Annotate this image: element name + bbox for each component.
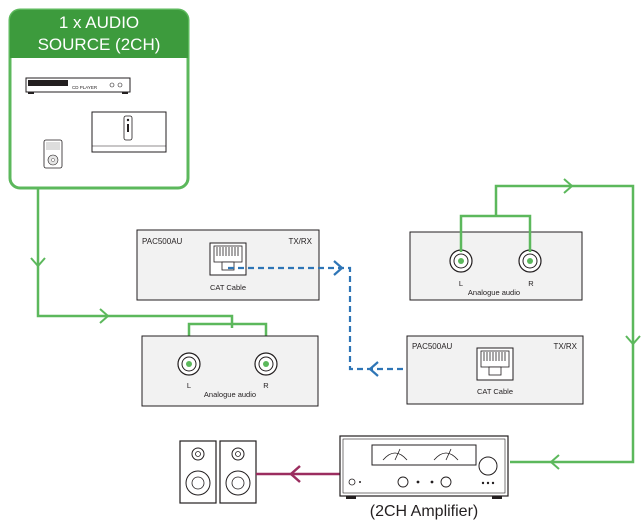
source-title-line1: 1 x AUDIO [59, 13, 139, 32]
ipod-icon [43, 139, 63, 169]
left-analogue-audio-unit: L R Analogue audio [141, 335, 319, 407]
rca-jack-icon [254, 352, 278, 376]
right-audio-to-amplifier-cable [459, 178, 641, 470]
source-box-header [10, 10, 188, 58]
left-audio-l-label: L [187, 381, 191, 390]
amplifier-icon [339, 435, 509, 499]
amplifier-to-speaker-cable [256, 465, 340, 483]
cd-player-icon: CD PLAYER [25, 77, 131, 94]
right-analogue-audio-unit: L R Analogue audio [409, 231, 583, 301]
cd-player-label: CD PLAYER [72, 85, 98, 90]
pac500au-top-unit: PAC500AU TX/RX CAT Cable [136, 229, 320, 301]
left-audio-caption: Analogue audio [204, 390, 256, 399]
pac500au-bottom-mode: TX/RX [553, 342, 577, 351]
rca-jack-icon [177, 352, 201, 376]
pac500au-top-port-label: CAT Cable [210, 283, 246, 292]
rca-jack-icon [518, 249, 542, 273]
audio-source-box: 1 x AUDIO SOURCE (2CH) CD PLAYER [8, 8, 190, 190]
speaker-icon [179, 440, 217, 504]
pac500au-bottom-port-label: CAT Cable [477, 387, 513, 396]
rj45-port-icon [209, 242, 247, 276]
pac500au-bottom-unit: PAC500AU TX/RX CAT Cable [406, 335, 584, 405]
pac500au-top-mode: TX/RX [288, 237, 312, 246]
pac500au-bottom-model: PAC500AU [412, 342, 453, 351]
right-audio-l-label: L [459, 279, 463, 288]
pac500au-top-model: PAC500AU [142, 237, 183, 246]
source-title-line2: SOURCE (2CH) [38, 35, 161, 54]
dock-icon [91, 111, 167, 153]
right-audio-caption: Analogue audio [468, 288, 520, 297]
rca-jack-icon [449, 249, 473, 273]
right-audio-r-label: R [528, 279, 534, 288]
rj45-port-icon [476, 347, 514, 381]
amplifier-caption: (2CH Amplifier) [370, 503, 478, 520]
left-audio-r-label: R [263, 381, 269, 390]
speaker-icon [219, 440, 257, 504]
